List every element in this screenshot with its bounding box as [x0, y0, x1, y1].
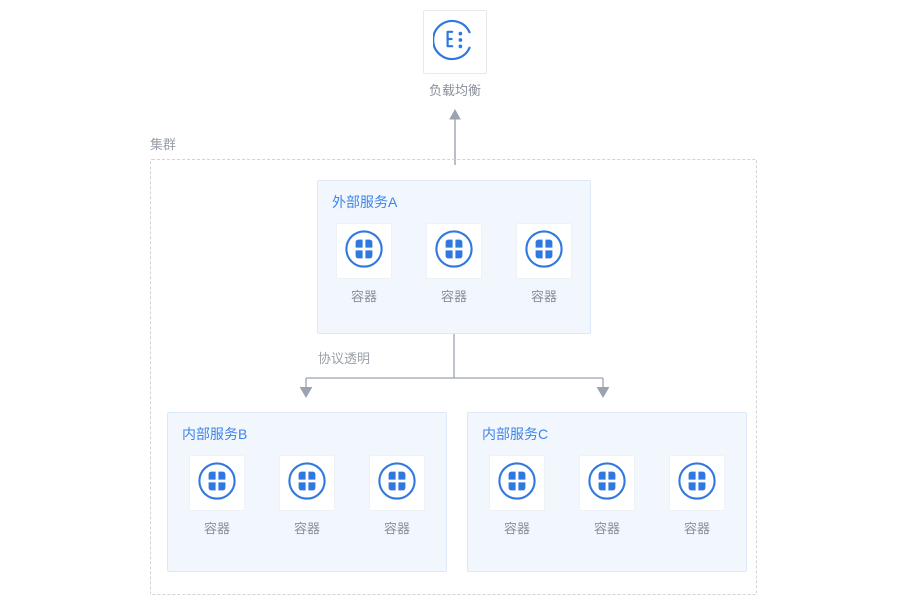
service-title: 内部服务B: [182, 426, 248, 442]
container-tile[interactable]: [579, 455, 635, 511]
arrow-cluster-to-load-balancer: [438, 108, 472, 166]
service-title: 外部服务A: [332, 194, 398, 210]
container-icon: [523, 228, 565, 275]
container-item[interactable]: 容器: [276, 455, 338, 538]
container-label: 容器: [350, 289, 377, 304]
container-item[interactable]: 容器: [666, 455, 728, 538]
container-tile[interactable]: [189, 455, 245, 511]
container-icon: [196, 460, 238, 507]
container-label: 容器: [293, 521, 320, 536]
container-label: 容器: [683, 521, 710, 536]
container-tile[interactable]: [336, 223, 392, 279]
container-label: 容器: [440, 289, 467, 304]
container-label: 容器: [203, 521, 230, 536]
container-label: 容器: [593, 521, 620, 536]
container-icon: [676, 460, 718, 507]
container-label: 容器: [530, 289, 557, 304]
container-tile[interactable]: [279, 455, 335, 511]
container-icon: [343, 228, 385, 275]
branch-connector-label: 协议透明: [318, 351, 371, 366]
load-balancer-icon: [432, 18, 477, 67]
service-panel-internal-c[interactable]: 内部服务C 容器: [467, 412, 747, 572]
container-label: 容器: [383, 521, 410, 536]
container-tile[interactable]: [516, 223, 572, 279]
container-item[interactable]: 容器: [423, 223, 485, 306]
container-icon: [586, 460, 628, 507]
container-item[interactable]: 容器: [186, 455, 248, 538]
container-row: 容器 容器: [168, 455, 446, 538]
container-label: 容器: [503, 521, 530, 536]
load-balancer-label: 负载均衡: [428, 83, 481, 98]
container-tile[interactable]: [669, 455, 725, 511]
cluster-label: 集群: [150, 137, 177, 152]
container-icon: [433, 228, 475, 275]
container-item[interactable]: 容器: [333, 223, 395, 306]
container-icon: [496, 460, 538, 507]
container-tile[interactable]: [489, 455, 545, 511]
branch-connector-service-a-to-internal: [290, 330, 620, 400]
container-item[interactable]: 容器: [513, 223, 575, 306]
service-title: 内部服务C: [482, 426, 549, 442]
load-balancer-node[interactable]: [423, 10, 487, 74]
container-item[interactable]: 容器: [366, 455, 428, 538]
service-panel-internal-b[interactable]: 内部服务B 容器: [167, 412, 447, 572]
container-row: 容器 容器: [468, 455, 746, 538]
container-row: 容器 容器: [318, 223, 590, 306]
container-icon: [286, 460, 328, 507]
container-icon: [376, 460, 418, 507]
cluster-boundary: [150, 159, 757, 595]
container-item[interactable]: 容器: [486, 455, 548, 538]
container-item[interactable]: 容器: [576, 455, 638, 538]
container-tile[interactable]: [426, 223, 482, 279]
service-panel-external-a[interactable]: 外部服务A 容器: [317, 180, 591, 334]
container-tile[interactable]: [369, 455, 425, 511]
